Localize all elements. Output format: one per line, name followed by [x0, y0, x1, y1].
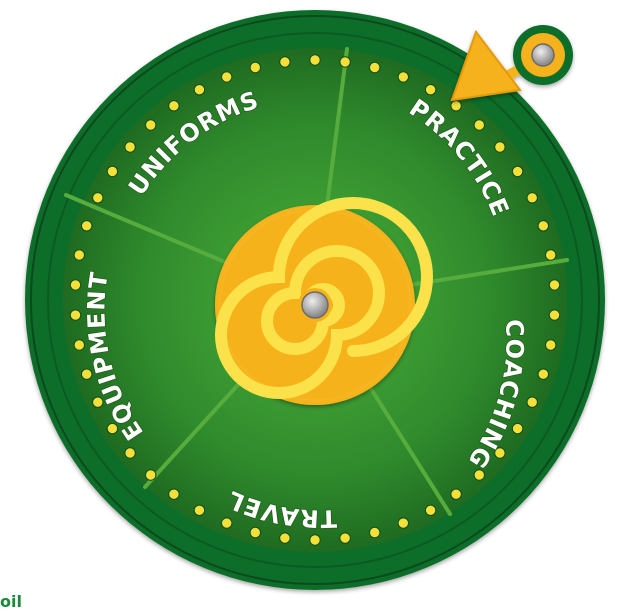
bulb-light [526, 396, 538, 408]
bulb-light [193, 504, 206, 516]
bulb-light [511, 165, 524, 178]
pointer-head [450, 29, 522, 102]
bulb-light [145, 119, 157, 131]
bulb-light [193, 84, 206, 96]
bulb-light [548, 279, 561, 291]
bulb-light [279, 532, 291, 544]
bulb-light [450, 488, 462, 500]
bulb-light [339, 532, 351, 544]
bulb-light [81, 220, 93, 232]
bulb-light [73, 249, 86, 261]
cropped-caption-text: oil [0, 592, 22, 611]
bulb-light [397, 71, 409, 83]
bulb-light [511, 422, 524, 435]
spiral-hub-icon[interactable] [215, 197, 433, 405]
bulb-light [537, 368, 549, 380]
bulb-light [81, 368, 93, 380]
bulb-light [473, 469, 485, 481]
bulb-light [494, 141, 506, 153]
hub-spiral [215, 197, 433, 399]
bulb-light [124, 141, 136, 153]
bulb-light [309, 54, 321, 66]
bulb-light [124, 447, 136, 459]
bulb-light [424, 84, 437, 96]
bulb-light [309, 534, 321, 546]
rim-outline [30, 15, 600, 585]
bulb-ring [69, 54, 561, 546]
bulb-light [69, 279, 82, 291]
bulb-light [221, 517, 233, 529]
bulb-light [545, 249, 557, 261]
bulb-light [221, 71, 233, 83]
bulb-light [537, 220, 549, 232]
bulb-light [69, 309, 82, 321]
bulb-light [526, 192, 538, 204]
bulb-light [168, 100, 180, 112]
bulb-light [145, 469, 157, 481]
bulb-light [369, 526, 381, 539]
bulb-light [279, 56, 291, 68]
bulb-light [494, 447, 506, 459]
bulb-light [339, 56, 351, 68]
bulb-light [545, 339, 557, 351]
bulb-light [73, 339, 86, 351]
bulb-light [473, 119, 485, 131]
rim-inner-line [47, 32, 583, 568]
bulb-light [369, 61, 381, 74]
bulb-light [106, 165, 119, 178]
arrow-pointer-icon[interactable] [450, 25, 573, 102]
bulb-light [424, 504, 437, 516]
bulb-light [168, 488, 180, 500]
pin-icon [301, 291, 329, 319]
bulb-light [249, 61, 262, 74]
bulb-light [249, 526, 262, 539]
bulb-light [397, 517, 409, 529]
bulb-light [92, 396, 104, 408]
bulb-light [92, 192, 104, 204]
pointer-pin-icon [531, 43, 555, 67]
bulb-light [106, 422, 119, 435]
bulb-light [548, 309, 561, 321]
bulb-light [450, 100, 462, 112]
